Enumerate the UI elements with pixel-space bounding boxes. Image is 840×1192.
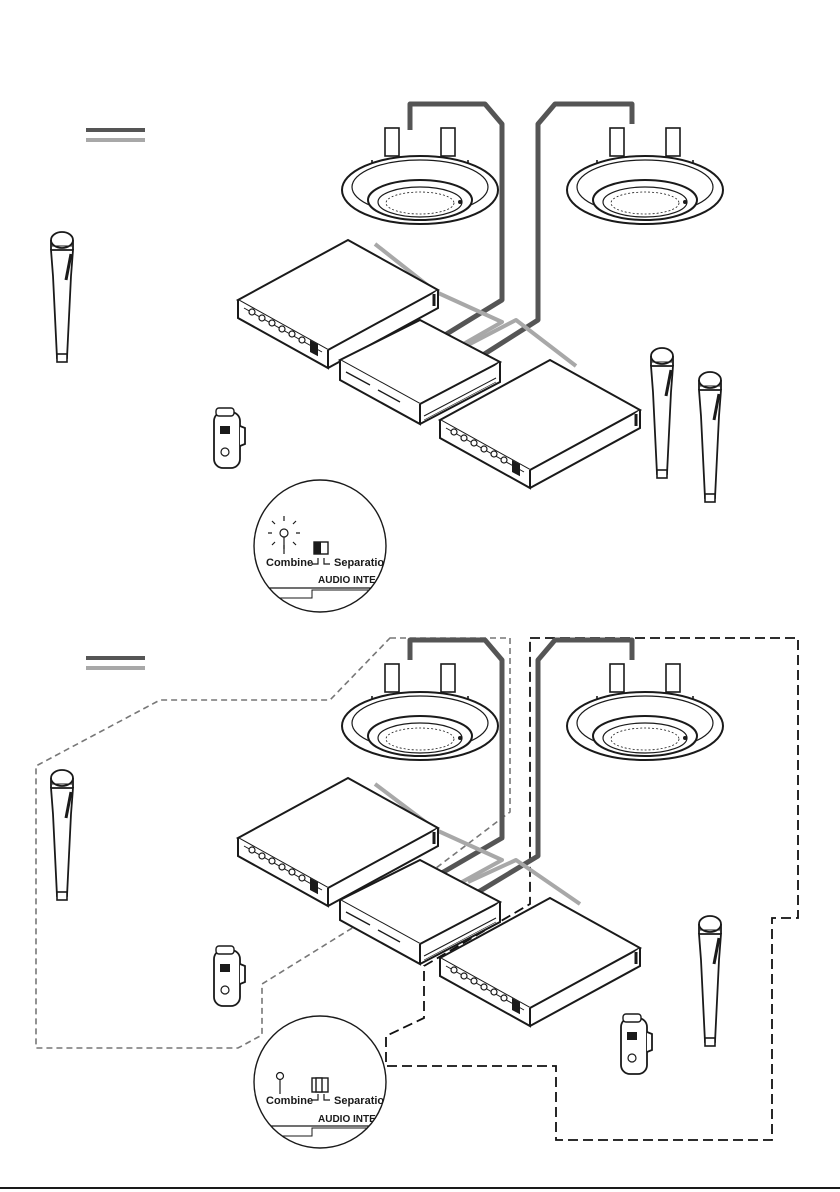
handheld-mic-system-1 — [51, 770, 73, 900]
switch-zoom-callout-combine: Combine Separation AUDIO INTE — [254, 480, 400, 612]
panel-label-bottom: AUDIO INTE — [318, 1114, 376, 1125]
ceiling-speaker-right — [567, 128, 723, 224]
separation-label-bottom: Separation — [334, 1095, 391, 1107]
handheld-mic-left — [51, 232, 73, 362]
bodypack-transmitter-system-1 — [214, 946, 245, 1006]
bodypack-transmitter — [214, 408, 245, 468]
receiver-right — [440, 360, 640, 488]
handheld-mic-right-1 — [651, 348, 673, 478]
combine-label: Combine — [266, 557, 313, 569]
ceiling-speaker-right-bottom — [567, 664, 723, 760]
bodypack-transmitter-system-2 — [621, 1014, 652, 1074]
diagram-separation: Combine Separation AUDIO INTE — [36, 638, 798, 1148]
combine-label-bottom: Combine — [266, 1095, 313, 1107]
ceiling-speaker-left — [342, 128, 498, 224]
legend-lines-bottom — [86, 658, 145, 668]
panel-label: AUDIO INTE — [318, 575, 376, 586]
ceiling-speaker-left-bottom — [342, 664, 498, 760]
handheld-mic-system-2 — [699, 916, 721, 1046]
diagram-combine: Combine Separation AUDIO INTE — [51, 104, 723, 612]
legend-lines — [86, 130, 145, 140]
handheld-mic-right-2 — [699, 372, 721, 502]
switch-zoom-callout-separation: Combine Separation AUDIO INTE — [254, 1016, 400, 1148]
